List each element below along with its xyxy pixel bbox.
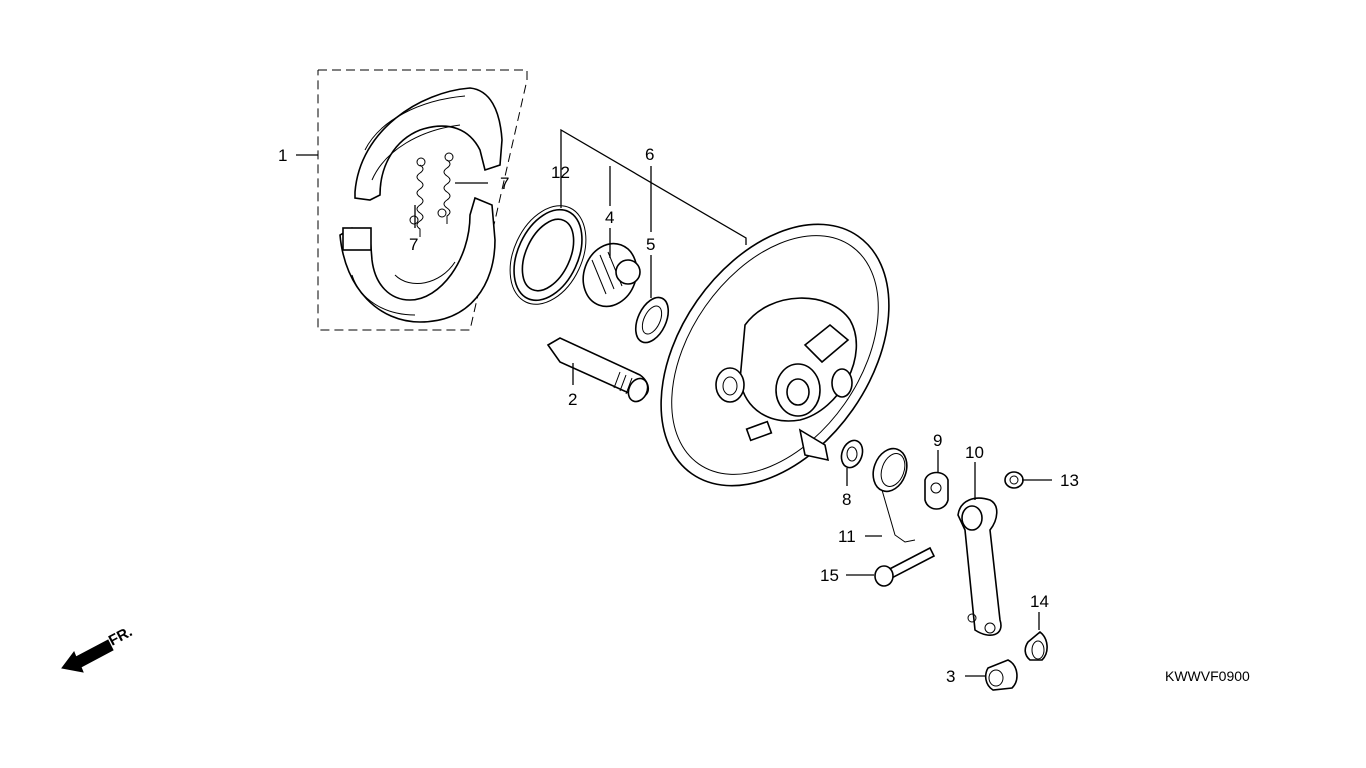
callout-13: 13	[1060, 471, 1079, 490]
front-direction-arrow: FR.	[61, 623, 135, 673]
pin-part	[1024, 630, 1048, 661]
brake-shoe-assembly	[317, 69, 528, 331]
felt-seal-part	[634, 296, 670, 344]
leader-lines	[296, 128, 1052, 677]
bolt-part	[874, 546, 936, 587]
brake-cam-part	[546, 337, 650, 403]
diagram-code: KWWVF0900	[1165, 668, 1250, 684]
seal-ring-part	[840, 439, 864, 469]
callout-8: 8	[842, 490, 851, 509]
callout-14: 14	[1030, 592, 1049, 611]
callout-15: 15	[820, 566, 839, 585]
callout-3: 3	[946, 667, 955, 686]
callout-12: 12	[551, 163, 570, 182]
callout-4: 4	[605, 208, 614, 227]
joint-piece-part	[984, 659, 1018, 691]
callout-1: 1	[278, 146, 287, 165]
brake-arm-part	[957, 497, 1002, 636]
callout-6: 6	[645, 145, 654, 164]
brake-panel-part	[660, 223, 890, 487]
callout-10: 10	[965, 443, 984, 462]
callout-11: 11	[838, 527, 856, 546]
callout-2: 2	[568, 390, 577, 409]
dust-seal-part	[509, 205, 587, 305]
callout-5: 5	[646, 235, 655, 254]
nut-part	[1004, 471, 1024, 489]
callout-labels: 1 7 7 12 6 4 5 2 8 9 10 13 11 15 14 3	[278, 145, 1079, 686]
return-spring-part	[872, 447, 916, 543]
callout-9: 9	[933, 431, 942, 450]
indicator-plate-part	[924, 471, 949, 510]
callout-7-upper: 7	[500, 174, 509, 193]
callout-7-lower: 7	[409, 235, 418, 254]
